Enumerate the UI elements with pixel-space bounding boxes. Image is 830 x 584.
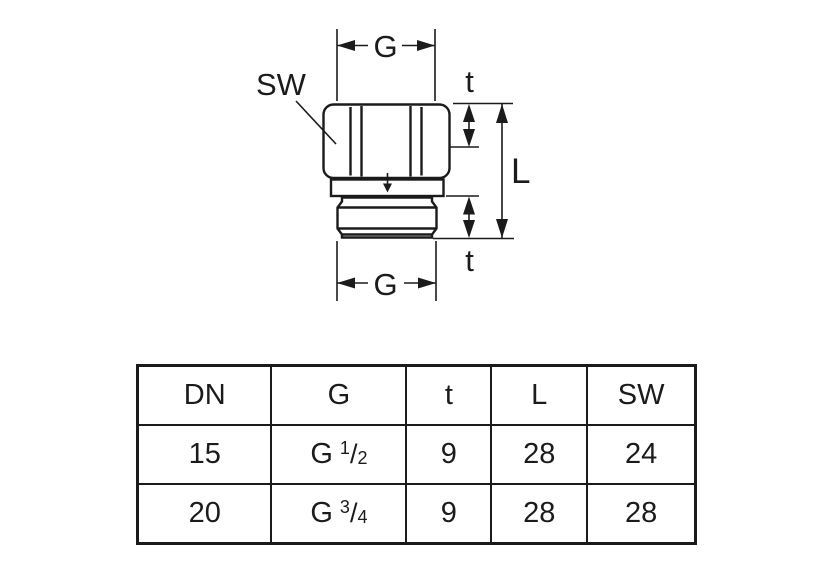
thread-size-base: G [310,438,333,470]
male-thread [336,196,438,239]
dimension-t-top: t [450,64,513,148]
arrow-right-icon [418,277,436,289]
arrow-down-icon [463,129,475,147]
arrow-up-icon [463,104,475,122]
t-bottom-label: t [465,243,474,278]
arrow-down-icon [463,220,475,238]
sw-leader-line [295,100,337,145]
cell-l: 28 [490,483,589,545]
fraction-numerator: 1 [339,438,350,458]
fitting-dimension-drawing: SW G t L [256,29,530,302]
header-g: G [270,364,408,426]
t-top-label: t [465,64,474,99]
dimension-t-bottom: t [433,195,514,278]
dimension-g-bottom: G [336,241,437,302]
cell-sw: 28 [586,483,697,545]
cell-dn: 15 [136,424,273,485]
l-label: L [511,152,530,191]
fitting-outline [322,103,451,239]
dimension-l: L [496,104,530,238]
cell-l: 28 [490,424,589,485]
arrow-left-icon [337,277,355,289]
header-sw: SW [586,364,697,426]
thread-size-base: G [310,497,333,529]
header-l: L [490,364,589,426]
arrow-up-icon [496,104,508,123]
g-bottom-label: G [373,267,397,302]
cell-t: 9 [405,483,493,545]
sw-label: SW [256,67,307,102]
arrow-down-icon [496,219,508,238]
table-header-row: DN G t L SW [136,364,697,426]
flow-arrow-icon [383,183,392,193]
cell-t: 9 [405,424,493,485]
header-t: t [405,364,493,426]
sw-callout: SW [256,67,337,145]
fraction-denominator: 4 [357,507,368,527]
fraction-numerator: 3 [339,497,350,517]
cell-dn: 20 [136,483,273,545]
fraction-slash: / [349,439,358,469]
arrow-left-icon [337,40,355,51]
dimension-g-top: G [336,29,436,101]
arrow-up-icon [463,196,475,215]
hex-nut-body [322,103,451,180]
g-top-label: G [373,29,397,64]
cell-sw: 24 [586,424,697,485]
header-dn: DN [136,364,273,426]
arrow-right-icon [417,40,435,51]
fraction-denominator: 2 [357,448,368,468]
fraction-slash: / [349,498,358,528]
